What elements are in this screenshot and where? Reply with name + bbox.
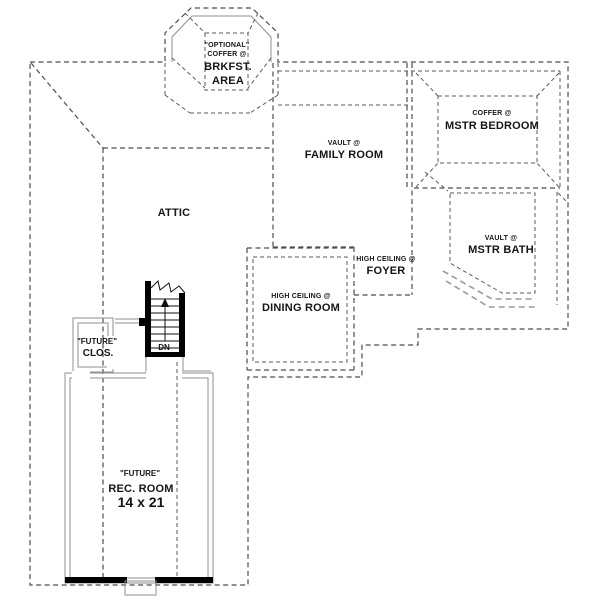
mstr-bedroom-label: MSTR BEDROOM	[445, 120, 539, 132]
stair-wall-bottom	[145, 352, 185, 357]
mstr-bath-label: MSTR BATH	[468, 244, 534, 256]
brkfst-note2: COFFER @	[207, 51, 246, 58]
family-room-note: VAULT @	[328, 140, 360, 147]
dining-note: HIGH CEILING @	[271, 293, 330, 300]
closet-note: "FUTURE"	[77, 337, 117, 346]
stair-direction-arrow	[161, 298, 169, 341]
breakfast-bay	[164, 12, 279, 114]
brkfst-name2: AREA	[212, 75, 244, 87]
brkfst-name1: BRKFST.	[204, 61, 252, 73]
future-closet	[72, 317, 114, 373]
room-labels: "OPTIONAL" COFFER @ BRKFST. AREA VAULT @…	[77, 42, 539, 510]
foyer-note: HIGH CEILING @	[356, 256, 415, 263]
attic-label: ATTIC	[158, 207, 191, 219]
rec-room-opening-left	[72, 371, 90, 380]
mstr-bath-note: VAULT @	[485, 235, 517, 242]
rec-room-label: REC. ROOM	[108, 483, 173, 495]
family-room-lines	[273, 63, 413, 295]
rec-room	[64, 362, 214, 596]
foyer-label: FOYER	[367, 265, 406, 277]
outer-boundary	[29, 7, 569, 586]
mstr-bedroom-note: COFFER @	[472, 110, 511, 117]
stair-wall-left	[145, 281, 151, 357]
fireplace-box	[124, 580, 157, 596]
attic-lines	[30, 62, 274, 578]
closet-label: CLOS.	[83, 348, 114, 359]
stair-wall-right	[179, 293, 185, 357]
dining-inner-outline	[252, 256, 348, 363]
staircase	[115, 280, 211, 373]
brkfst-coffer-outline	[204, 32, 249, 91]
dining-label: DINING ROOM	[262, 302, 340, 314]
stair-break-line	[150, 280, 186, 294]
stair-entry-post	[139, 318, 146, 326]
rec-room-note: "FUTURE"	[120, 469, 160, 478]
rec-room-south-wall-right	[155, 577, 213, 583]
rec-room-opening-stairs	[146, 371, 182, 380]
rec-room-south-wall-left	[65, 577, 127, 583]
brkfst-note1: "OPTIONAL"	[205, 42, 250, 49]
family-room-label: FAMILY ROOM	[305, 149, 384, 161]
closet-door-opening	[107, 336, 114, 369]
foyer-dining-lines	[246, 247, 412, 371]
bedroom-coffer-outline	[437, 95, 538, 164]
stairs-dn-label: DN	[158, 343, 170, 352]
mstr-bath-lines	[424, 171, 568, 308]
mstr-bedroom-lines	[414, 72, 560, 189]
rec-room-dimensions: 14 x 21	[118, 494, 165, 510]
